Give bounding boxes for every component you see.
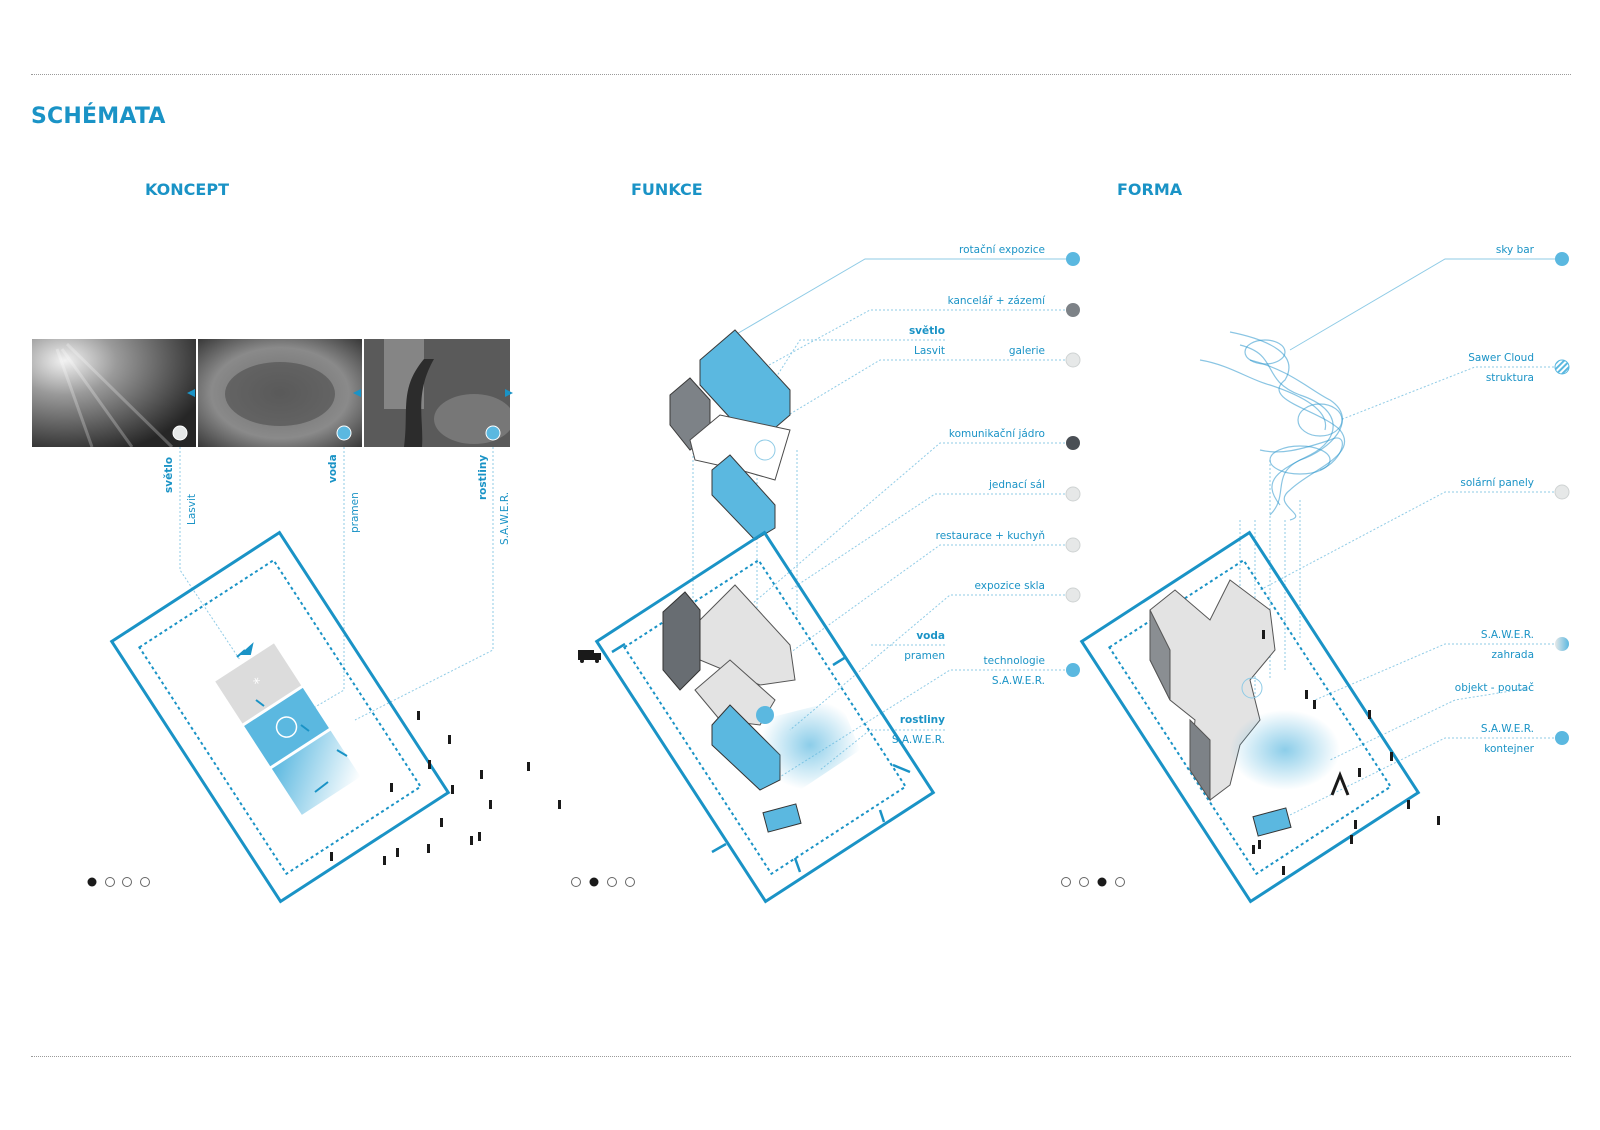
section-title-koncept: KONCEPT <box>145 180 229 199</box>
pager-dot[interactable] <box>589 877 599 887</box>
side-note-title: světlo <box>909 325 945 337</box>
forma-people-icons <box>1252 630 1440 875</box>
pager-dot[interactable] <box>1097 877 1107 887</box>
photo-arrows <box>187 389 513 397</box>
plants-marker <box>485 425 501 441</box>
funkce-access-arrows <box>611 642 911 873</box>
koncept-label-pramen: pramen <box>349 492 361 533</box>
legend-label: technologie <box>984 655 1045 667</box>
koncept-pager <box>87 877 150 887</box>
legend-label: kancelář + zázemí <box>948 295 1047 307</box>
side-note-title: rostliny <box>900 714 945 726</box>
koncept-label-lasvit: Lasvit <box>186 494 198 525</box>
sawer-cloud-structure <box>1199 331 1346 521</box>
koncept-label-rostliny: rostliny <box>477 455 489 500</box>
marker-galerie <box>1065 352 1081 368</box>
pager-dot[interactable] <box>105 877 115 887</box>
top-divider <box>31 74 1571 75</box>
section-title-forma: FORMA <box>1117 180 1183 199</box>
legend-label: restaurace + kuchyň <box>936 530 1045 542</box>
pager-dot[interactable] <box>607 877 617 887</box>
sawer-container <box>762 803 802 833</box>
legend-label: expozice skla <box>975 580 1045 592</box>
pager-dot[interactable] <box>571 877 581 887</box>
pager-dot[interactable] <box>122 877 132 887</box>
forma-building-mass <box>1149 579 1350 837</box>
marker-sawer-zahrada <box>1555 637 1569 651</box>
funkce-pager <box>571 877 635 887</box>
marker-kancelar <box>1066 303 1080 317</box>
legend-label: jednací sál <box>988 479 1045 491</box>
marker-rotacni-expozice <box>1066 252 1080 266</box>
pager-dot[interactable] <box>1061 877 1071 887</box>
legend-sublabel: zahrada <box>1492 649 1534 661</box>
page-title: SCHÉMATA <box>31 104 166 129</box>
legend-sublabel: struktura <box>1486 372 1534 384</box>
marker-solarni-panely <box>1554 484 1570 500</box>
marker-sawer-cloud <box>1554 359 1570 375</box>
forma-legend-markers <box>1554 252 1570 745</box>
section-title-funkce: FUNKCE <box>631 180 703 199</box>
marker-sawer-kontejner <box>1555 731 1569 745</box>
upper-level-volumes <box>669 329 791 541</box>
water-marker <box>336 425 352 441</box>
light-marker <box>172 425 188 441</box>
legend-label: rotační expozice <box>959 244 1045 256</box>
pager-dot[interactable] <box>1115 877 1125 887</box>
legend-label: komunikační jádro <box>949 428 1045 440</box>
koncept-label-voda: voda <box>327 454 339 483</box>
legend-label: Sawer Cloud <box>1468 352 1534 364</box>
forma-diagram: sky bar Sawer Cloud struktura solární pa… <box>1061 244 1570 904</box>
koncept-label-sawer: S.A.W.E.R. <box>499 492 511 545</box>
pager-dot[interactable] <box>87 877 97 887</box>
koncept-label-svetlo: světlo <box>163 457 175 493</box>
photo-plants-forest <box>364 339 510 447</box>
side-note-sub: pramen <box>904 650 945 662</box>
side-note-sub: Lasvit <box>914 345 945 357</box>
marker-jednaci-sal <box>1065 486 1081 502</box>
photo-water-spring <box>198 339 362 447</box>
photo-light-underwater <box>32 339 196 447</box>
legend-label: S.A.W.E.R. <box>1481 629 1534 641</box>
marker-expozice-skla <box>1065 587 1081 603</box>
pager-dot[interactable] <box>140 877 150 887</box>
pager-dot[interactable] <box>1079 877 1089 887</box>
koncept-leader-lines <box>179 447 494 721</box>
koncept-diagram: světlo Lasvit voda pramen rostliny S.A.W… <box>87 389 561 904</box>
koncept-site-plot: * <box>109 530 451 904</box>
koncept-flow-arrows <box>236 642 348 793</box>
legend-label: sky bar <box>1496 244 1535 256</box>
funkce-diagram: rotační expozice kancelář + zázemí galer… <box>571 244 1081 904</box>
pager-dot[interactable] <box>625 877 635 887</box>
side-note-title: voda <box>916 630 945 642</box>
marker-restaurace <box>1065 537 1081 553</box>
sawer-container <box>1252 807 1292 837</box>
forma-pager <box>1061 877 1125 887</box>
poutac-object <box>1330 770 1350 796</box>
legend-sublabel: kontejner <box>1484 743 1534 755</box>
marker-sky-bar <box>1555 252 1569 266</box>
legend-label: S.A.W.E.R. <box>1481 723 1534 735</box>
marker-komunikacni-jadro <box>1066 436 1080 450</box>
legend-label: objekt - poutač <box>1455 682 1534 694</box>
legend-label: solární panely <box>1460 477 1534 489</box>
koncept-people-icons <box>330 711 561 865</box>
legend-sublabel: S.A.W.E.R. <box>992 675 1045 687</box>
side-note-sub: S.A.W.E.R. <box>892 734 945 746</box>
light-zone <box>215 643 302 724</box>
marker-technologie <box>1066 663 1080 677</box>
funkce-building-volumes <box>662 584 860 833</box>
water-zone <box>244 687 329 767</box>
legend-label: galerie <box>1009 345 1045 357</box>
truck-icon <box>578 650 601 663</box>
funkce-legend-markers <box>1065 252 1081 677</box>
bottom-divider <box>31 1056 1571 1057</box>
